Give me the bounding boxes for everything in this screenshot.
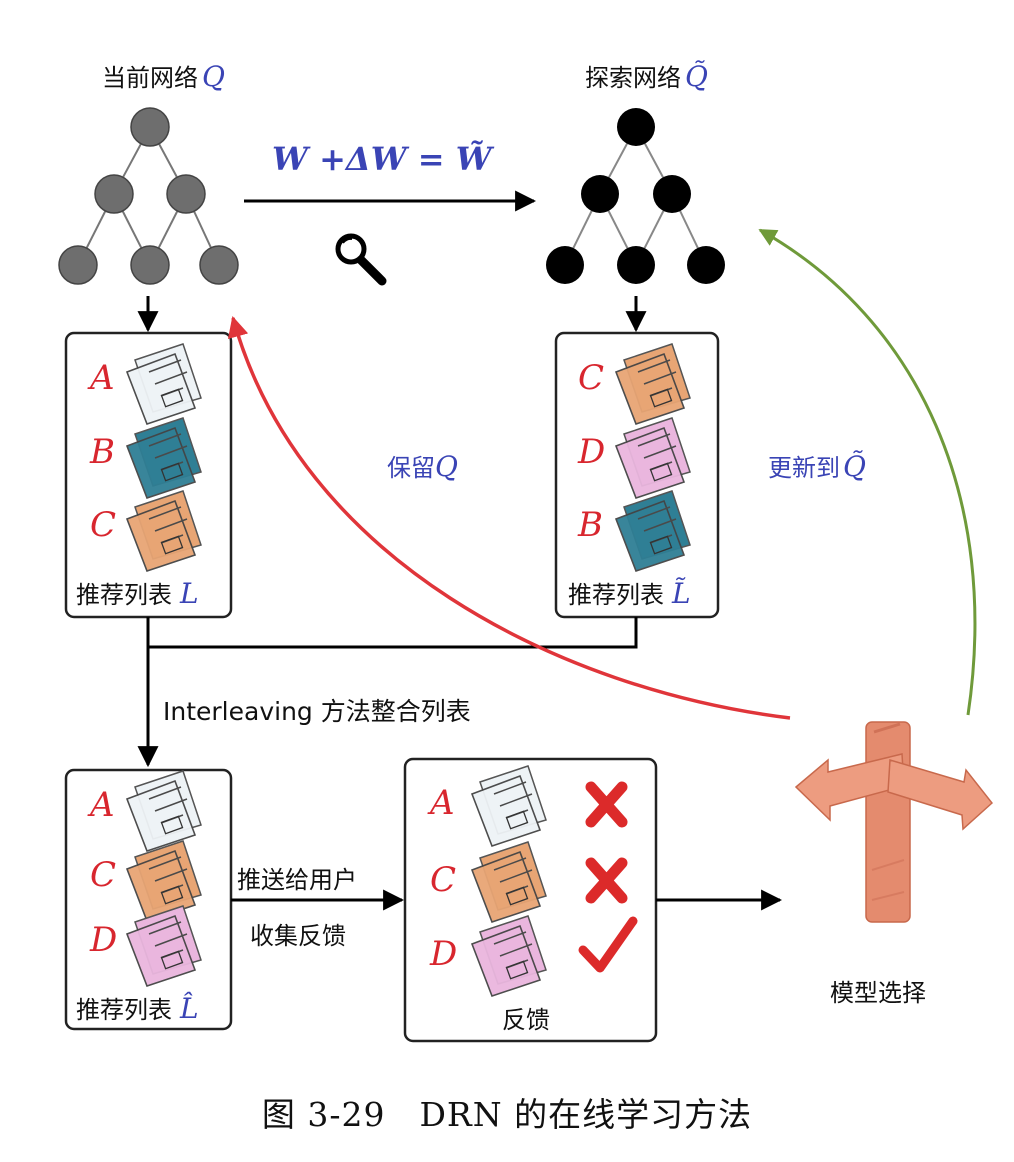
keep-arrow [227, 315, 791, 720]
list-caption-text: 推荐列表 [76, 996, 172, 1024]
current-node [94, 174, 134, 214]
feedback-item-letter: A [430, 783, 455, 823]
list-item-letter: C [578, 358, 605, 398]
news-icon [126, 490, 202, 572]
check-icon [578, 916, 638, 973]
news-icon [126, 905, 202, 987]
merge-connector [146, 617, 638, 649]
keep-label-symbol: Q [435, 450, 458, 483]
push-label-line1: 推送给用户 [237, 866, 357, 894]
explore-network-text: 探索网络 [585, 64, 681, 92]
explore-network [546, 108, 725, 284]
update-label-symbol: Q̃ [843, 450, 866, 483]
explore-node [546, 246, 584, 284]
formula: W +ΔW = W̃ [272, 140, 492, 178]
current-node [130, 245, 170, 285]
current-node [166, 174, 206, 214]
feedback-item-letter: D [430, 934, 458, 974]
news-icon [126, 770, 202, 852]
current-node [58, 245, 98, 285]
explore-node [617, 246, 655, 284]
explore-node [653, 175, 691, 213]
explore-network-symbol: Q̃ [685, 60, 708, 93]
list-item-letter: B [90, 432, 115, 472]
keep-label-text: 保留 [387, 454, 435, 482]
list-caption-symbol: L [180, 577, 199, 610]
interleave-label: Interleaving 方法整合列表 [163, 697, 471, 726]
list-item-letter: D [90, 920, 118, 960]
feedback-item-letter: C [430, 860, 457, 900]
current-network-text: 当前网络 [102, 64, 198, 92]
list-caption-symbol: L̂ [180, 992, 199, 1025]
list-item-letter: C [90, 505, 117, 545]
magnifier-icon [335, 233, 387, 286]
explore-node [687, 246, 725, 284]
cross-icon [585, 857, 628, 904]
feedback-caption: 反馈 [502, 1006, 550, 1034]
explore-node [581, 175, 619, 213]
news-icon [126, 840, 202, 922]
news-icon [615, 343, 691, 425]
update-arrow [758, 228, 977, 716]
signpost-icon [794, 721, 994, 923]
list-item-letter: C [90, 855, 117, 895]
cross-icon [585, 781, 628, 828]
push-label-line2: 收集反馈 [250, 922, 346, 950]
current-network [58, 107, 239, 285]
list-caption-merged: 推荐列表 L̂ [76, 990, 199, 1025]
list-caption-text: 推荐列表 [568, 581, 664, 609]
list-item-letter: A [90, 785, 115, 825]
news-icon [471, 915, 547, 997]
current-node [199, 245, 239, 285]
current-node [130, 107, 170, 147]
list-item-letter: B [578, 505, 603, 545]
list-caption-symbol: L̃ [672, 577, 691, 610]
list-caption-right: 推荐列表 L̃ [568, 575, 691, 610]
update-label-text: 更新到 [768, 454, 840, 482]
current-network-symbol: Q [202, 60, 225, 93]
news-icon [126, 343, 202, 425]
news-icon [615, 490, 691, 572]
news-icon [126, 417, 202, 499]
news-icon [471, 841, 547, 923]
list-item-letter: D [578, 432, 606, 472]
list-caption-left: 推荐列表 L [76, 575, 199, 610]
news-icon [615, 417, 691, 499]
list-caption-text: 推荐列表 [76, 581, 172, 609]
news-icon [471, 765, 547, 847]
list-item-letter: A [90, 358, 115, 398]
keep-label: 保留Q [387, 448, 458, 483]
model-select-label: 模型选择 [830, 979, 926, 1007]
figure-caption: 图 3-29 DRN 的在线学习方法 [261, 1095, 753, 1134]
explore-node [617, 108, 655, 146]
